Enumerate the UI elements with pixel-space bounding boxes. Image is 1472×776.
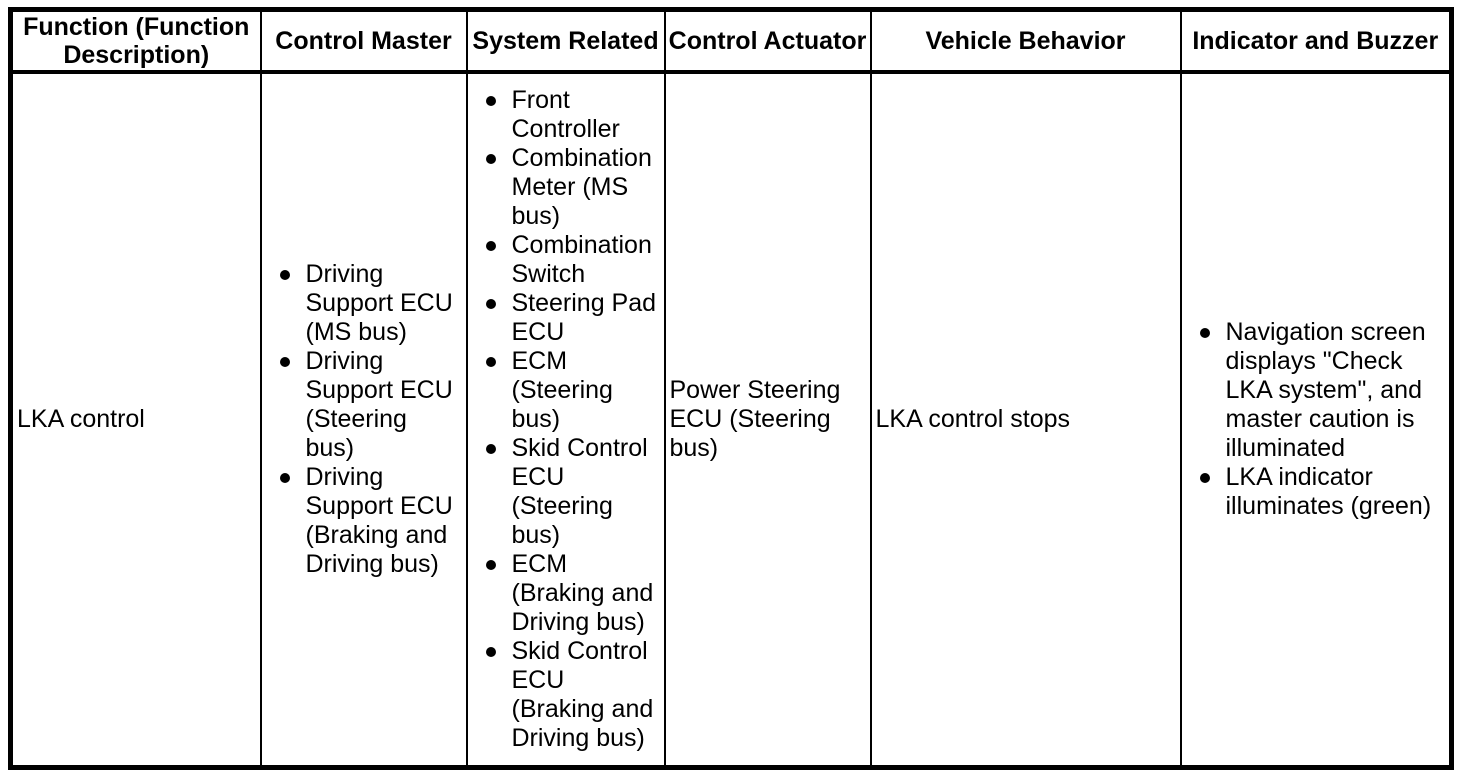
list-item: Combination Switch xyxy=(472,230,663,289)
table-row: LKA control Driving Support ECU (MS bus)… xyxy=(9,71,1453,768)
list-item-text: Driving Support ECU (MS bus) xyxy=(305,259,453,346)
cell-vehicle-behavior: LKA control stops xyxy=(869,71,1182,768)
function-text: LKA control xyxy=(17,404,145,433)
list-item: ECM (Braking and Driving bus) xyxy=(472,549,663,637)
bullet-icon xyxy=(485,559,496,570)
bullet-icon xyxy=(1199,327,1210,338)
control-master-list: Driving Support ECU (MS bus)Driving Supp… xyxy=(263,259,465,579)
list-item: Driving Support ECU (Steering bus) xyxy=(266,346,465,463)
list-item: Front Controller xyxy=(472,85,663,144)
list-item-text: Driving Support ECU (Steering bus) xyxy=(305,346,453,462)
header-indicator-buzzer: Indicator and Buzzer xyxy=(1179,9,1453,74)
list-item: ECM (Steering bus) xyxy=(472,346,663,434)
list-item-text: Front Controller xyxy=(511,85,620,143)
cell-function: LKA control xyxy=(9,71,262,768)
header-function: Function (Function Description) xyxy=(9,9,262,74)
cell-control-actuator: Power Steering ECU (Steering bus) xyxy=(663,71,872,768)
list-item-text: Combination Switch xyxy=(511,230,652,288)
list-item-text: Driving Support ECU (Braking and Driving… xyxy=(305,462,453,578)
list-item-text: Skid Control ECU (Braking and Driving bu… xyxy=(511,636,654,752)
bullet-icon xyxy=(279,356,290,367)
bullet-icon xyxy=(485,240,496,251)
list-item: Combination Meter (MS bus) xyxy=(472,143,663,231)
list-item-text: ECM (Steering bus) xyxy=(511,346,613,433)
indicator-buzzer-list: Navigation screen displays "Check LKA sy… xyxy=(1183,318,1450,521)
list-item: Driving Support ECU (Braking and Driving… xyxy=(266,462,465,579)
bullet-icon xyxy=(485,443,496,454)
header-vehicle-behavior: Vehicle Behavior xyxy=(869,9,1182,74)
cell-control-master: Driving Support ECU (MS bus)Driving Supp… xyxy=(259,71,468,768)
cell-indicator-buzzer: Navigation screen displays "Check LKA sy… xyxy=(1179,71,1453,768)
bullet-icon xyxy=(485,298,496,309)
bullet-icon xyxy=(485,153,496,164)
list-item-text: ECM (Braking and Driving bus) xyxy=(511,549,654,636)
header-control-actuator: Control Actuator xyxy=(663,9,872,74)
header-control-master: Control Master xyxy=(259,9,468,74)
list-item-text: Skid Control ECU (Steering bus) xyxy=(511,433,648,549)
bullet-icon xyxy=(485,95,496,106)
list-item: LKA indicator illuminates (green) xyxy=(1186,463,1450,521)
vehicle-behavior-text: LKA control stops xyxy=(875,404,1071,433)
bullet-icon xyxy=(279,472,290,483)
list-item: Skid Control ECU (Braking and Driving bu… xyxy=(472,636,663,753)
list-item: Navigation screen displays "Check LKA sy… xyxy=(1186,318,1450,463)
bullet-icon xyxy=(1199,472,1210,483)
bullet-icon xyxy=(279,269,290,280)
document-page: Function (Function Description) Control … xyxy=(0,7,1472,776)
header-system-related: System Related xyxy=(465,9,666,74)
list-item: Steering Pad ECU xyxy=(472,288,663,347)
bullet-icon xyxy=(485,356,496,367)
list-item-text: Navigation screen displays "Check LKA sy… xyxy=(1225,317,1426,462)
list-item-text: Combination Meter (MS bus) xyxy=(511,143,652,230)
list-item: Driving Support ECU (MS bus) xyxy=(266,259,465,347)
list-item-text: Steering Pad ECU xyxy=(511,288,657,346)
list-item-text: LKA indicator illuminates (green) xyxy=(1225,462,1432,520)
control-actuator-text: Power Steering ECU (Steering bus) xyxy=(669,375,841,462)
lka-function-table: Function (Function Description) Control … xyxy=(8,7,1454,770)
bullet-icon xyxy=(485,646,496,657)
table-header-row: Function (Function Description) Control … xyxy=(9,9,1453,74)
list-item: Skid Control ECU (Steering bus) xyxy=(472,433,663,550)
